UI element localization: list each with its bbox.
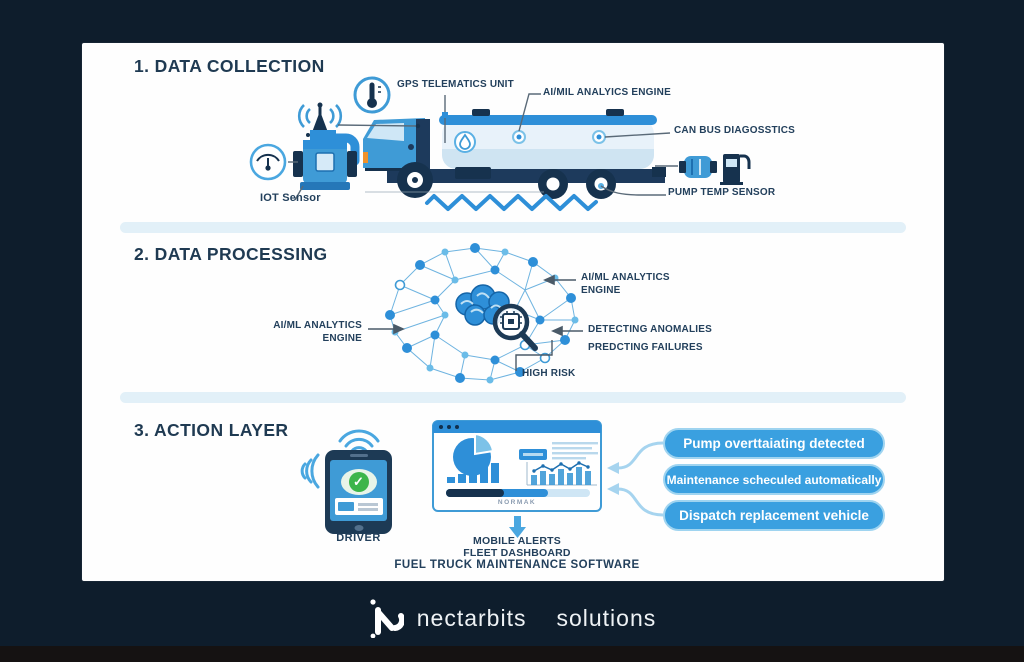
- fleet-dashboard-window: NORMAK: [432, 420, 602, 512]
- alert-pill-dispatch-vehicle[interactable]: Dispatch replacement vehicle: [663, 500, 885, 531]
- notification-card: [334, 498, 383, 515]
- aiml-engine-label-s1: AI/MIL ANALYICS ENGINE: [543, 87, 671, 98]
- iot-sensor-label: IOT Sensor: [260, 192, 321, 204]
- aiml-engine-label-right: AI/ML ANALYTICS ENGINE: [581, 272, 670, 296]
- dashboard-graphics: [432, 420, 602, 512]
- software-caption: FUEL TRUCK MAINTENANCE SOFTWARE: [394, 559, 640, 571]
- brand-word-1: nectarbits: [416, 604, 527, 631]
- droplet-icon: [454, 131, 476, 153]
- neural-network-illustration: [385, 243, 579, 384]
- alert-pill-maintenance-scheduled[interactable]: Maintenance scheculed automatically: [663, 464, 885, 495]
- gps-telematics-label: GPS TELEMATICS UNIT: [397, 79, 514, 90]
- phone-screen: ✓: [330, 460, 387, 521]
- section-divider-2: [120, 392, 906, 403]
- brain-icon: [455, 284, 538, 351]
- section3-title: 3. ACTION LAYER: [134, 420, 289, 440]
- mobile-alerts-label: MOBILE ALERTS FLEET DASHBOARD: [463, 535, 571, 559]
- high-risk-label: HIGH RISK: [522, 368, 576, 379]
- fuel-dispenser-icon: [720, 154, 751, 185]
- canbus-label: CAN BUS DIAGOSSTICS: [674, 125, 796, 136]
- antenna-icon: [297, 102, 343, 135]
- brand-word-2: solutions: [556, 604, 657, 631]
- nectarbits-logo-icon: [370, 599, 404, 638]
- footer-brand: nectarbits solutions: [0, 598, 1024, 638]
- section2-title: 2. DATA PROCESSING: [134, 244, 328, 264]
- wave-line: [425, 194, 598, 211]
- pump-icon: [679, 156, 717, 178]
- dashboard-status-text: NORMAK: [497, 499, 537, 506]
- phone-speaker: [349, 454, 368, 457]
- dashboard-titlebar: [433, 421, 601, 433]
- detecting-anomalies-label: DETECTING ANOMALIES: [588, 324, 712, 335]
- gauge-icon: [249, 143, 287, 181]
- pump-temp-label: PUMP TEMP SENSOR: [668, 187, 776, 198]
- driver-phone: ✓: [325, 450, 392, 534]
- phone-home-button: [354, 525, 363, 531]
- alert-pill-pump-overheating[interactable]: Pump overttaiating detected: [663, 428, 885, 459]
- section-divider-1: [120, 222, 906, 233]
- progress-bar: [446, 489, 590, 497]
- check-badge: ✓: [340, 469, 377, 495]
- tank-sensor-dot: [592, 130, 606, 144]
- aiml-engine-label-left: AI/ML ANALYTICS ENGINE: [273, 320, 362, 344]
- pie-chart: [453, 432, 495, 476]
- truck-illustration: [363, 109, 666, 199]
- predicting-failures-label: PREDCTING FAILURES: [588, 342, 703, 353]
- section1-title: 1. DATA COLLECTION: [134, 56, 325, 76]
- bottom-black-strip: [0, 646, 1024, 662]
- infographic-card: 1. DATA COLLECTION GPS TELEMATICS UNIT A…: [82, 43, 944, 581]
- callout-arrows-s2: [368, 274, 583, 371]
- checkmark-icon: ✓: [348, 472, 369, 492]
- engine-icon: [293, 130, 360, 190]
- truck-wheels: [397, 162, 616, 199]
- callout-lines-s1: [288, 93, 678, 201]
- bar-chart: [447, 463, 499, 483]
- line-chart: [526, 461, 597, 486]
- tank-sensor-dot: [512, 130, 526, 144]
- pill-connectors: [607, 441, 664, 517]
- dashboard-text-lines: [552, 442, 598, 460]
- thermometer-icon: [353, 76, 391, 114]
- driver-label: DRIVER: [336, 532, 381, 544]
- magnifier-icon: [492, 303, 538, 351]
